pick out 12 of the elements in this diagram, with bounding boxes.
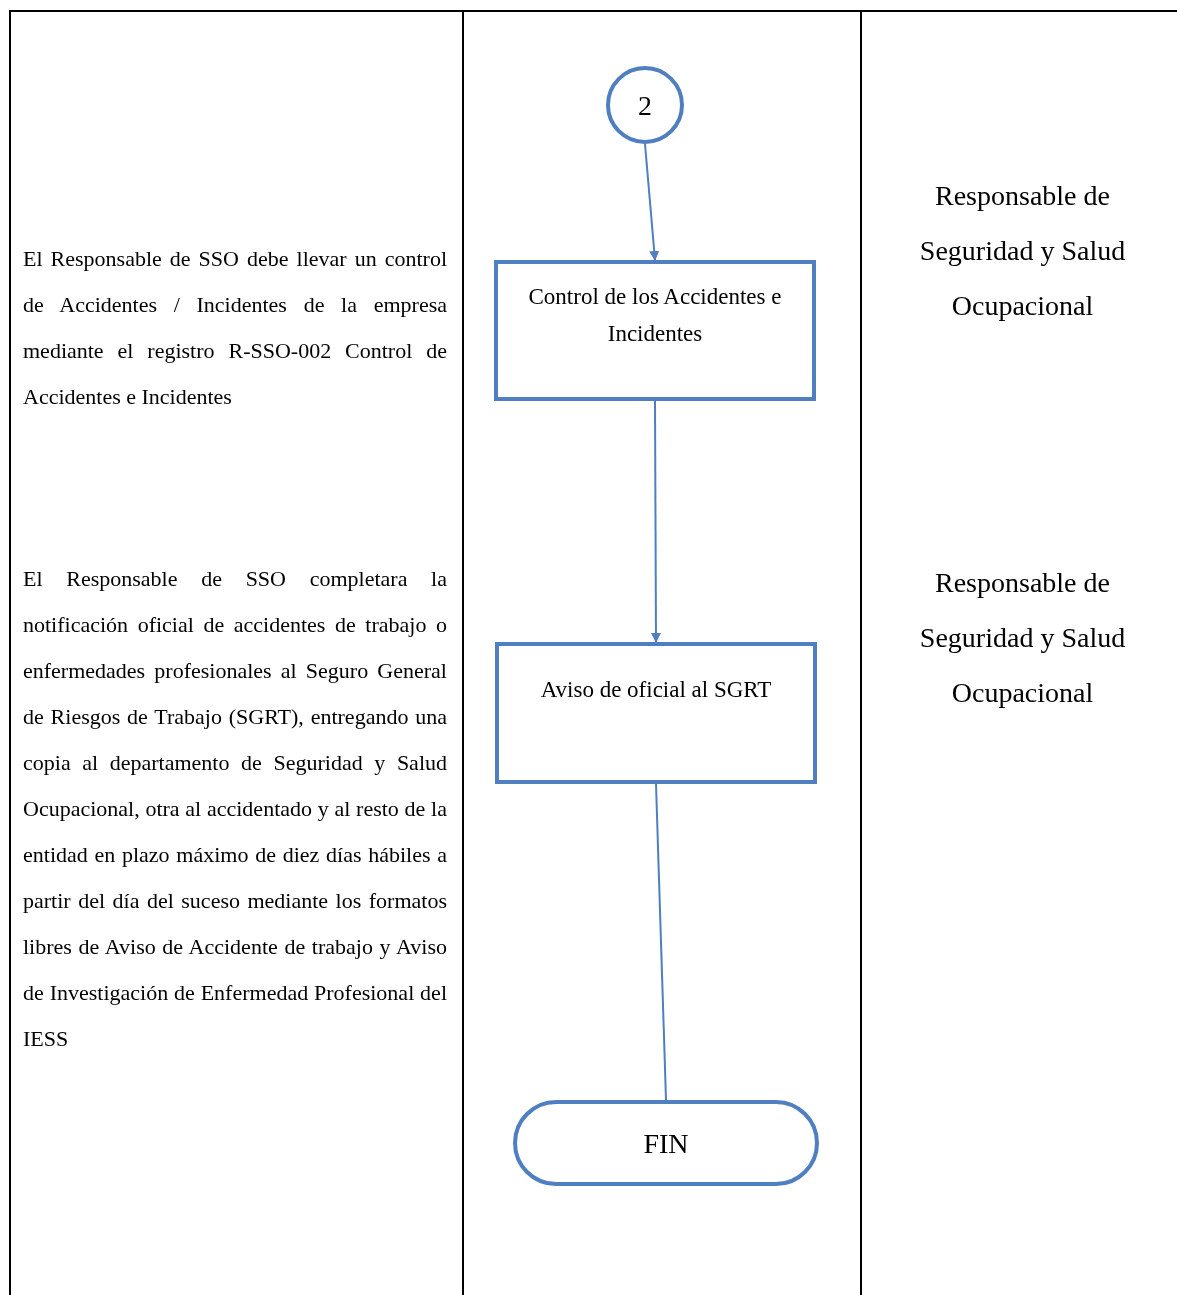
role-label: Responsable de Seguridad y Salud Ocupacional (918, 566, 1127, 710)
arrow (650, 400, 661, 643)
node-label: FIN (643, 1126, 689, 1161)
process-box (494, 260, 816, 401)
description-paragraph: El Responsable de SSO completara la notificación oficial de accidentes de trabajo o enfermedades profesionales al Seguro General de Riesgos de Trabajo (SGRT), entregando una copia al departamento de Seguridad y Salud Ocupacional, otra al accidentado y al resto de la entidad en plazo máximo de diez días hábiles a partir del día del suceso mediante los formatos libres de Aviso de Accidente de trabajo y Aviso de Investigación de Enfermedad Profesional del IESS (23, 565, 447, 1053)
process-box (495, 642, 817, 784)
description-paragraph: El Responsable de SSO debe llevar un control de Accidentes / Incidentes de la empresa mediante el registro R-SSO-002 Control de Accidentes e Incidentes (23, 245, 447, 411)
role-label: Responsable de Seguridad y Salud Ocupacional (918, 179, 1127, 323)
arrow (644, 143, 660, 261)
node-label: 2 (638, 88, 652, 123)
node-label: Aviso de oficial al SGRT (540, 675, 772, 704)
node-label: Control de los Accidentes e Incidentes (527, 282, 783, 348)
